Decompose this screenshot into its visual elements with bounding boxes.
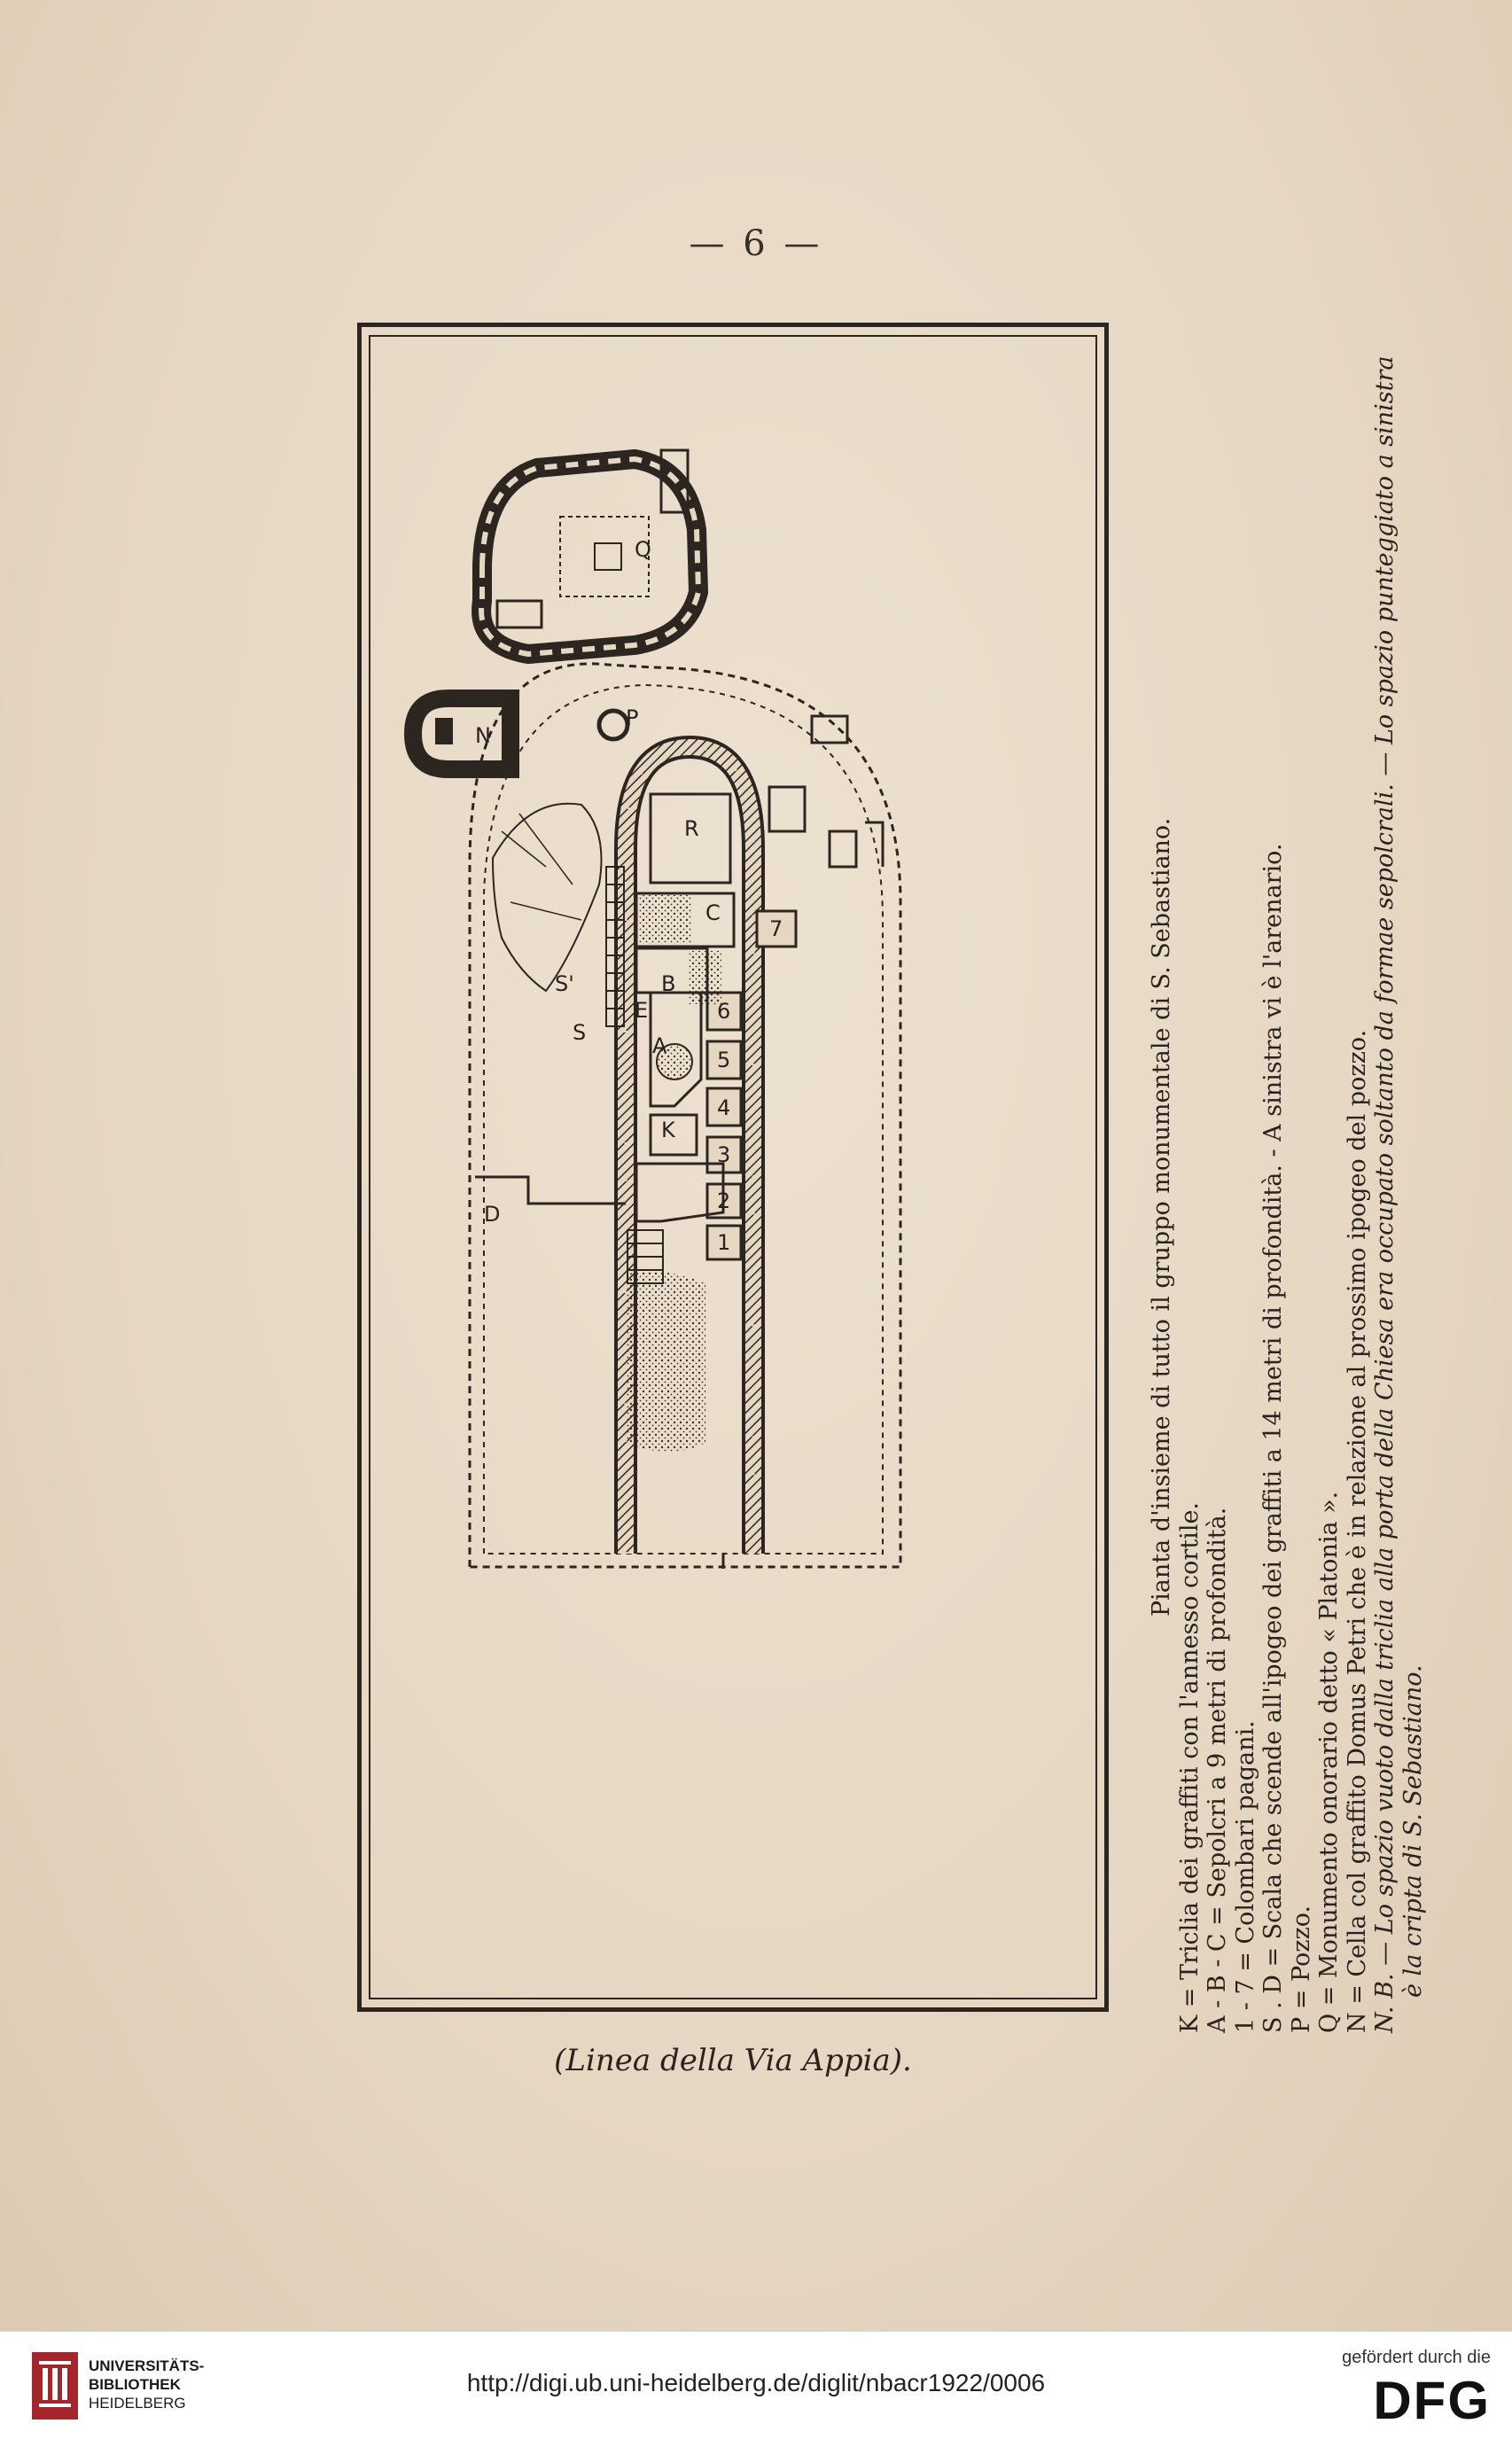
scanned-page: — 6 —: [0, 0, 1512, 2331]
plan-label-b: B: [661, 971, 675, 996]
plan-caption: (Linea della Via Appia).: [554, 2043, 912, 2078]
page-number: — 6 —: [689, 223, 823, 264]
institution-line-2: BIBLIOTHEK: [89, 2376, 181, 2393]
plan-label-2: 2: [717, 1188, 730, 1213]
plan-label-s: S: [573, 1020, 586, 1045]
institution-line-3: HEIDELBERG: [89, 2395, 186, 2412]
plan-label-q: Q: [635, 537, 651, 562]
legend-title: Pianta d'insieme di tutto il gruppo monu…: [1148, 817, 1175, 1617]
plan-label-4: 4: [717, 1095, 730, 1120]
legend-line-abc: A - B - C = Sepolcri a 9 metri di profon…: [1204, 1507, 1231, 2033]
plan-label-5: 5: [717, 1048, 730, 1072]
plan-label-d: D: [484, 1202, 500, 1227]
sponsor-note: gefördert durch die: [1342, 2348, 1491, 2367]
plan-label-p: P: [626, 705, 638, 730]
viewer-footer: UNIVERSITÄTS- BIBLIOTHEK HEIDELBERG http…: [0, 2331, 1512, 2439]
plan-label-a: A: [652, 1033, 667, 1058]
legend-line-q: Q = Monumento onorario detto « Platonia …: [1315, 1491, 1343, 2033]
plan-label-e: E: [635, 998, 648, 1023]
plan-label-3: 3: [717, 1142, 730, 1167]
plan-label-6: 6: [717, 999, 730, 1024]
legend-line-sd: S . D = Scala che scende all'ipogeo dei …: [1259, 843, 1287, 2033]
university-library-logo-icon[interactable]: [32, 2352, 78, 2420]
legend-line-p: P = Pozzo.: [1287, 1905, 1315, 2033]
legend-block: Pianta d'insieme di tutto il gruppo monu…: [1148, 355, 1427, 2033]
permalink-url[interactable]: http://digi.ub.uni-heidelberg.de/diglit/…: [466, 2369, 1046, 2396]
plan-label-k: K: [661, 1118, 676, 1142]
plan-label-s-prime: S': [555, 971, 574, 996]
legend-note-1: N. B. — Lo spazio vuoto dalla triclia al…: [1371, 355, 1399, 2033]
dfg-logo[interactable]: DFG: [1373, 2371, 1491, 2430]
plan-label-1: 1: [717, 1230, 730, 1255]
legend-line-1-7: 1 - 7 = Colombari pagani.: [1231, 1720, 1259, 2033]
plan-label-n: N: [475, 723, 491, 748]
plan-label-c: C: [705, 900, 721, 925]
legend-line-n: N = Cella col graffito Domus Petri che è…: [1343, 1029, 1371, 2033]
plan-frame-inner: [369, 335, 1097, 1999]
legend-note-2: è la cripta di S. Sebastiano.: [1399, 1664, 1427, 1998]
institution-line-1: UNIVERSITÄTS-: [89, 2357, 205, 2374]
university-library-name[interactable]: UNIVERSITÄTS- BIBLIOTHEK HEIDELBERG: [89, 2357, 204, 2412]
plan-label-7: 7: [769, 916, 783, 941]
site-plan-drawing: Q N P R C B A K E S S' D 1 2 3 4 5 6 7: [403, 448, 902, 1569]
plan-label-r: R: [684, 816, 699, 841]
legend-line-k: K = Triclia dei graffiti con l'annesso c…: [1175, 1501, 1204, 2033]
plan-frame-outer: [357, 323, 1109, 2012]
